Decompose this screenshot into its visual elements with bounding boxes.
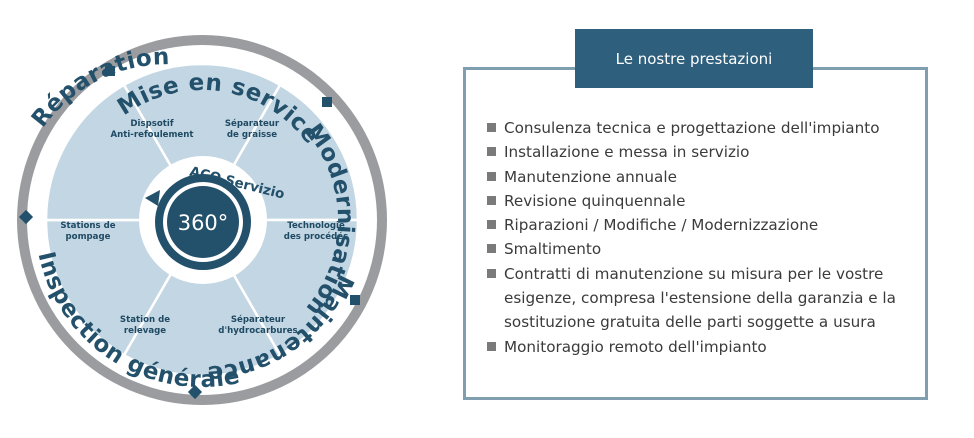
service-item-text: Smaltimento [504, 240, 602, 259]
segment-hydrocarbon-separator [122, 217, 282, 378]
service-item: Smaltimento [487, 237, 917, 261]
service-item: Monitoraggio remoto dell'impianto [487, 335, 917, 359]
service-item-text: Installazione e messa in servizio [504, 143, 750, 162]
square-bullet-icon [487, 195, 496, 205]
service-item-text: Consulenza tecnica e progettazione dell'… [504, 119, 880, 137]
service-item: Revisione quinquennale [487, 189, 917, 213]
service-item-text: Riparazioni / Modifiche / Modernizzazion… [504, 216, 819, 235]
ring-marker-square [322, 97, 332, 107]
square-bullet-icon [487, 244, 496, 254]
service-item-text: Monitoraggio remoto dell'impianto [504, 337, 767, 356]
service-item: Manutenzione annuale [487, 165, 917, 189]
center-hub-core [167, 186, 239, 258]
service-item: Consulenza tecnica e progettazione dell'… [487, 116, 917, 140]
square-bullet-icon [487, 171, 496, 181]
ring-marker-diamond [187, 384, 203, 400]
services-panel [463, 67, 928, 400]
services-list: Consulenza tecnica e progettazione dell'… [487, 116, 917, 359]
segment-backflow-device [122, 62, 282, 223]
service-item-text: Contratti di manutenzione su misura per … [504, 264, 896, 332]
center-degrees-label: 360° [178, 211, 229, 235]
square-bullet-icon [487, 268, 496, 278]
square-bullet-icon [487, 341, 496, 351]
service-item: Installazione e messa in servizio [487, 140, 917, 164]
service-item-text: Revisione quinquennale [504, 191, 686, 210]
service-item: Riparazioni / Modifiche / Modernizzazion… [487, 213, 917, 237]
service-item: Contratti di manutenzione su misura per … [487, 262, 917, 335]
ring-marker-square [350, 295, 360, 305]
square-bullet-icon [487, 147, 496, 157]
square-bullet-icon [487, 123, 496, 132]
square-bullet-icon [487, 220, 496, 230]
ring-marker-square [105, 66, 115, 76]
service-item-text: Manutenzione annuale [504, 167, 677, 186]
rotation-arrow-icon [145, 190, 160, 206]
panel-title: Le nostre prestazioni [575, 29, 813, 88]
